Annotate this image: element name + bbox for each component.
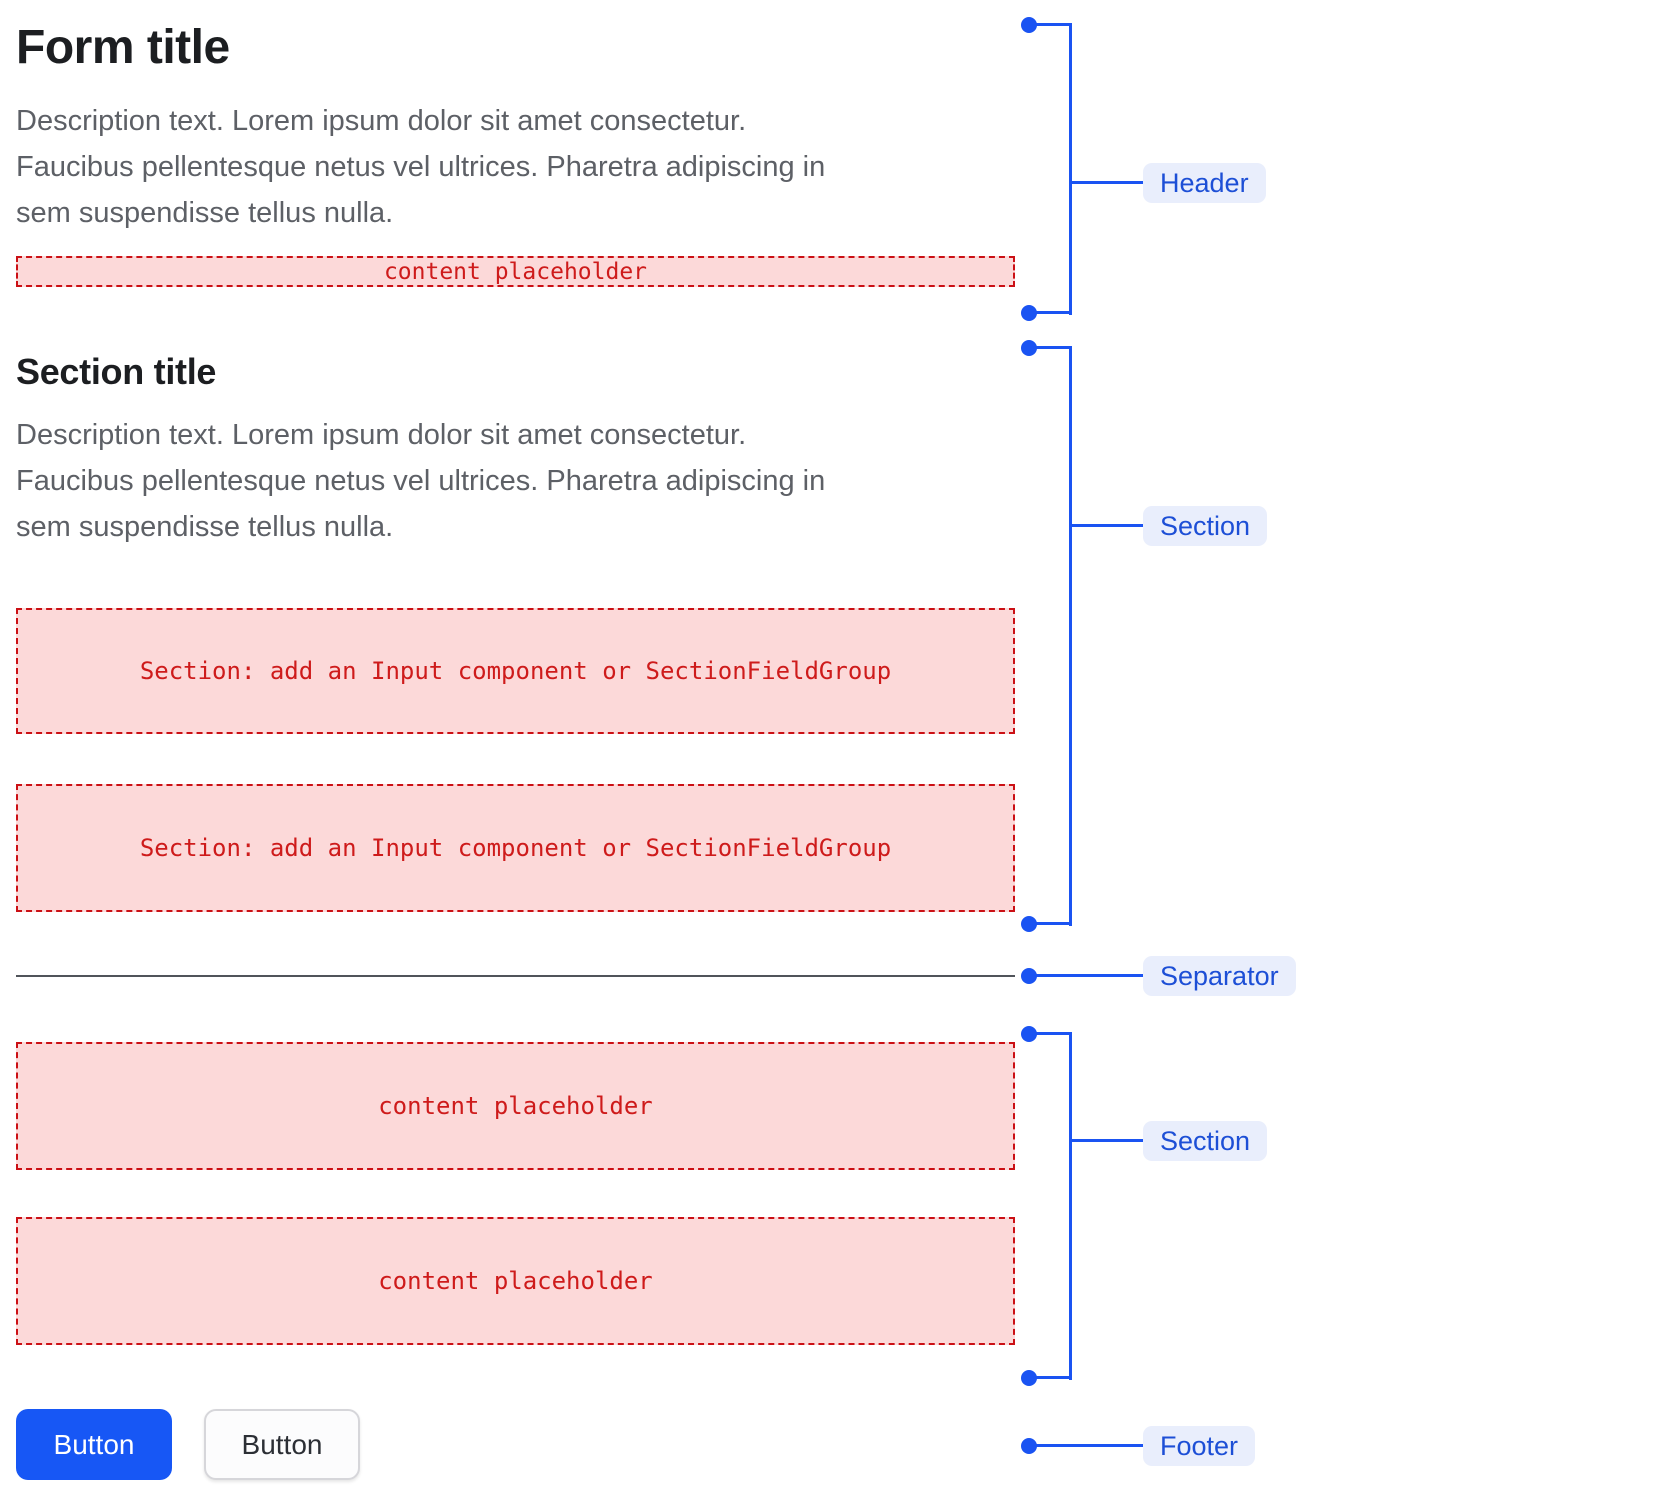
bracket-line xyxy=(1069,346,1072,926)
anchor-dot xyxy=(1021,305,1037,321)
section-annotation-chip: Section xyxy=(1143,1121,1268,1161)
bracket-line xyxy=(1029,1376,1072,1379)
bracket-line xyxy=(1069,1032,1072,1380)
form-description-line: sem suspendisse tellus nulla. xyxy=(16,197,394,229)
section-description-line: Description text. Lorem ipsum dolor sit … xyxy=(16,419,747,451)
secondary-button[interactable]: Button xyxy=(204,1409,360,1480)
section-annotation-chip: Section xyxy=(1143,506,1268,546)
anchor-dot xyxy=(1021,1026,1037,1042)
bracket-branch-line xyxy=(1072,524,1143,527)
bracket-line xyxy=(1029,922,1072,925)
section-title: Section title xyxy=(16,351,217,392)
bracket-line xyxy=(1069,23,1072,315)
section-description: Description text. Lorem ipsum dolor sit … xyxy=(16,412,825,550)
header-content-placeholder: content placeholder xyxy=(16,256,1015,287)
anchor-dot xyxy=(1021,17,1037,33)
anchor-dot xyxy=(1021,916,1037,932)
anchor-dot xyxy=(1021,1370,1037,1386)
anchor-dot xyxy=(1021,1438,1037,1454)
form-title: Form title xyxy=(16,21,230,74)
content-placeholder-slot: content placeholder xyxy=(16,1042,1015,1170)
footer-annotation-chip: Footer xyxy=(1143,1426,1256,1466)
bracket-line xyxy=(1029,1032,1072,1035)
bracket-line xyxy=(1029,311,1072,314)
section-description-line: Faucibus pellentesque netus vel ultrices… xyxy=(16,465,826,497)
primary-button[interactable]: Button xyxy=(16,1409,172,1480)
content-placeholder-slot: content placeholder xyxy=(16,1217,1015,1345)
form-description-line: Description text. Lorem ipsum dolor sit … xyxy=(16,105,747,137)
separator-line xyxy=(16,975,1015,977)
section-input-slot: Section: add an Input component or Secti… xyxy=(16,784,1015,912)
bracket-line xyxy=(1029,346,1072,349)
leader-line xyxy=(1029,974,1143,977)
separator-annotation-chip: Separator xyxy=(1143,956,1296,996)
bracket-line xyxy=(1029,23,1072,26)
header-annotation-chip: Header xyxy=(1143,163,1266,203)
form-description-line: Faucibus pellentesque netus vel ultrices… xyxy=(16,151,826,183)
leader-line xyxy=(1029,1444,1143,1447)
section-input-slot: Section: add an Input component or Secti… xyxy=(16,608,1015,734)
section-description-line: sem suspendisse tellus nulla. xyxy=(16,511,394,543)
anchor-dot xyxy=(1021,968,1037,984)
form-description: Description text. Lorem ipsum dolor sit … xyxy=(16,98,825,236)
anchor-dot xyxy=(1021,340,1037,356)
bracket-branch-line xyxy=(1072,1139,1143,1142)
bracket-branch-line xyxy=(1072,181,1143,184)
